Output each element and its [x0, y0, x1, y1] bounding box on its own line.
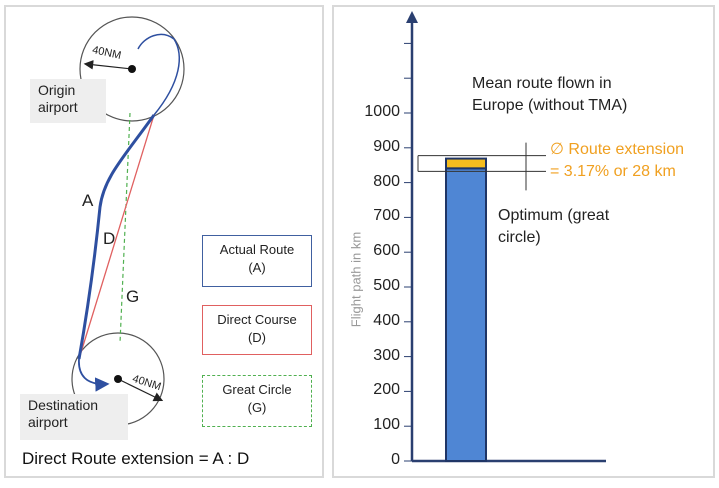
destination-airport-dot — [114, 375, 122, 383]
y-tick-label: 200 — [373, 381, 400, 399]
actual-route-line — [77, 114, 156, 360]
y-tick-label: 1000 — [364, 103, 400, 120]
y-tick-label: 700 — [373, 207, 400, 225]
letter-a: A — [82, 191, 94, 210]
y-tick-label: 300 — [373, 346, 400, 364]
annotation-optimum-line2: circle) — [498, 229, 541, 246]
y-axis-label: Flight path in km — [348, 231, 364, 328]
destination-airport-label: Destination airport — [20, 394, 128, 440]
legend-great-line1: Great Circle — [222, 382, 292, 397]
y-tick-label: 900 — [373, 137, 400, 155]
chart-svg — [404, 11, 606, 463]
legend-actual-line2: (A) — [248, 260, 266, 275]
origin-label-line1: Origin — [38, 82, 76, 98]
direct-course-line — [78, 114, 155, 360]
annotation-optimum-line1: Optimum (great — [498, 207, 610, 224]
destination-label-line1: Destination — [28, 397, 99, 413]
origin-departure-loop — [137, 33, 180, 116]
y-tick-label: 100 — [373, 416, 400, 434]
y-tick-label: 600 — [373, 242, 400, 260]
annotation-extension-line2: = 3.17% or 28 km — [550, 163, 676, 180]
bar-route-extension — [445, 157, 487, 170]
annotation-mean-route: Mean route flown in Europe (without TMA) — [472, 73, 627, 117]
chart-panel: 0 100 200 300 400 500 600 700 800 900 1000 Flight … — [332, 5, 715, 478]
y-tick-label: 500 — [373, 277, 400, 294]
y-tick-label: 800 — [373, 172, 400, 190]
destination-label-line2: airport — [28, 414, 68, 430]
y-tick-label: 0 — [391, 451, 400, 468]
origin-range-circle — [79, 16, 185, 122]
legend-direct-line2: (D) — [247, 330, 267, 345]
bar-optimum — [445, 167, 487, 462]
legend-direct-course: Direct Course (D) — [202, 305, 312, 355]
annotation-optimum: Optimum (great circle) — [498, 205, 609, 249]
annotation-route-extension: ∅ Route extension = 3.17% or 28 km — [550, 139, 684, 183]
route-diagram-panel: 40NM 40NM Origin airport Destination air… — [4, 5, 324, 478]
letter-d: D — [103, 229, 116, 248]
legend-direct-line1: Direct Course — [217, 312, 297, 327]
letter-g: G — [126, 287, 140, 306]
footer-formula: Direct Route extension = A : D — [22, 449, 250, 468]
annotation-mean-line1: Mean route flown in — [472, 75, 612, 92]
legend-actual-line1: Actual Route — [219, 242, 295, 257]
annotation-extension-line1: ∅ Route extension — [550, 141, 685, 158]
origin-airport-dot — [128, 65, 136, 73]
legend-actual-route: Actual Route (A) — [202, 235, 312, 287]
legend-great-line2: (G) — [247, 400, 267, 415]
origin-airport-label: Origin airport — [30, 79, 106, 123]
legend-great-circle: Great Circle (G) — [202, 375, 312, 427]
origin-radius-arrow — [83, 60, 133, 70]
destination-arrival-hook — [78, 358, 110, 392]
annotation-mean-line2: Europe (without TMA) — [472, 97, 628, 114]
route-diagram-svg — [71, 16, 185, 426]
origin-label-line2: airport — [38, 99, 78, 115]
destination-radius-arrow — [117, 378, 164, 402]
y-axis-arrow-icon — [406, 11, 418, 23]
y-tick-label: 400 — [373, 311, 400, 329]
